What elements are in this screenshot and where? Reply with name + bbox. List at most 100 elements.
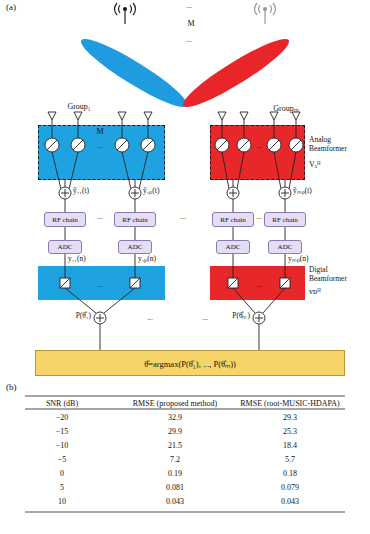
antenna-element: [270, 112, 278, 120]
wire: [65, 288, 96, 313]
signal-line: [285, 180, 286, 212]
label: M: [187, 19, 194, 28]
weight-diagonal: [280, 278, 290, 288]
beam-lobe: [76, 31, 193, 115]
label: ...: [180, 213, 186, 222]
table-cell: 5: [60, 483, 64, 492]
adder: [94, 312, 106, 324]
label: ỹ₁ₚ(t): [143, 187, 159, 196]
table-cell: 7.2: [170, 455, 180, 464]
group-heading: Groupₘ: [273, 102, 298, 113]
table-cell: 0.19: [168, 469, 182, 478]
table-cell: SNR (dB): [46, 399, 78, 408]
adder: [227, 187, 239, 199]
stroke: [78, 120, 79, 138]
adder: [279, 187, 291, 199]
adc-box: ADC: [268, 240, 302, 254]
analog-fill: [210, 125, 305, 180]
stroke: [274, 120, 275, 138]
node-text: ADC: [58, 243, 73, 251]
plus: [65, 189, 66, 197]
label: ...: [186, 36, 192, 45]
wire: [233, 254, 234, 278]
label: y₁ₚ(n): [138, 255, 156, 264]
table-cell: 0.079: [281, 483, 299, 492]
digital-fill: [38, 266, 165, 300]
weight-diagonal: [60, 278, 70, 288]
table-cell: −15: [56, 427, 69, 436]
stroke: [296, 120, 297, 138]
label: ...: [97, 281, 103, 290]
analog-beamformer: Groupₘ: [210, 125, 305, 180]
node-text: RF chain: [220, 216, 245, 224]
node-text: ADC: [226, 243, 241, 251]
shifter-arrow: [73, 140, 83, 150]
signal-line: [233, 227, 234, 240]
stroke: [274, 152, 281, 189]
table-cell: 32.9: [168, 413, 182, 422]
table-cell: 21.5: [168, 441, 182, 450]
digital-weight: [60, 278, 70, 288]
wire: [285, 254, 286, 278]
adc-box: ADC: [48, 240, 82, 254]
label: ...: [147, 314, 153, 323]
label: P(θ̂₁): [76, 312, 91, 321]
phase-shifter: [141, 138, 155, 152]
plus: [100, 314, 101, 322]
adc-box: ADC: [118, 240, 152, 254]
stroke: [122, 152, 131, 189]
label: Analog Beamformer: [309, 136, 367, 153]
table-cell: 29.9: [168, 427, 182, 436]
wire: [259, 324, 260, 350]
signal-line: [285, 227, 286, 240]
wire: [233, 288, 255, 313]
signal-line: [233, 180, 234, 212]
node-text: RF chain: [122, 216, 147, 224]
adder: [129, 187, 141, 199]
table-cell: 0.18: [283, 469, 297, 478]
table-cell: −10: [56, 441, 69, 450]
phase-shifters: [45, 112, 303, 288]
stroke: [139, 152, 148, 189]
node-text: ADC: [128, 243, 143, 251]
wire: [135, 254, 136, 278]
table-cell: −5: [58, 455, 67, 464]
antenna-element: [292, 112, 300, 120]
stroke: [69, 152, 78, 189]
signal-line: [65, 227, 66, 240]
plus: [259, 314, 260, 322]
wire: [104, 288, 135, 313]
phase-shifter: [115, 138, 129, 152]
weight-diagonal: [228, 278, 238, 288]
plus: [233, 189, 234, 197]
node-text: ADC: [278, 243, 293, 251]
shifter-arrow: [117, 140, 127, 150]
label: ...: [202, 314, 208, 323]
table-cell: 10: [58, 497, 66, 506]
table-cell: 0: [60, 469, 64, 478]
table-cell: 29.3: [283, 413, 297, 422]
stroke: [122, 120, 123, 138]
antenna-icon: [115, 3, 136, 24]
stroke: [148, 120, 149, 138]
shifter-arrow: [269, 140, 279, 150]
beam-lobe: [178, 31, 295, 115]
digital-weight: [228, 278, 238, 288]
antenna-icon: [255, 3, 276, 24]
antenna-element: [74, 112, 82, 120]
node-text: RF chain: [272, 216, 297, 224]
stroke: [52, 152, 61, 189]
phase-shifter: [267, 138, 281, 152]
table-cell: 0.081: [166, 483, 184, 492]
rf-chain-box: RF chain: [264, 212, 306, 227]
signal-line: [135, 180, 136, 212]
phase-shifter: [45, 138, 59, 152]
antenna-element: [240, 112, 248, 120]
label: ...: [256, 213, 262, 222]
phase-shifter: [215, 138, 229, 152]
label: ...: [186, 2, 192, 11]
antenna-element: [118, 112, 126, 120]
signal-line: [135, 227, 136, 240]
table-cell: −20: [56, 413, 69, 422]
